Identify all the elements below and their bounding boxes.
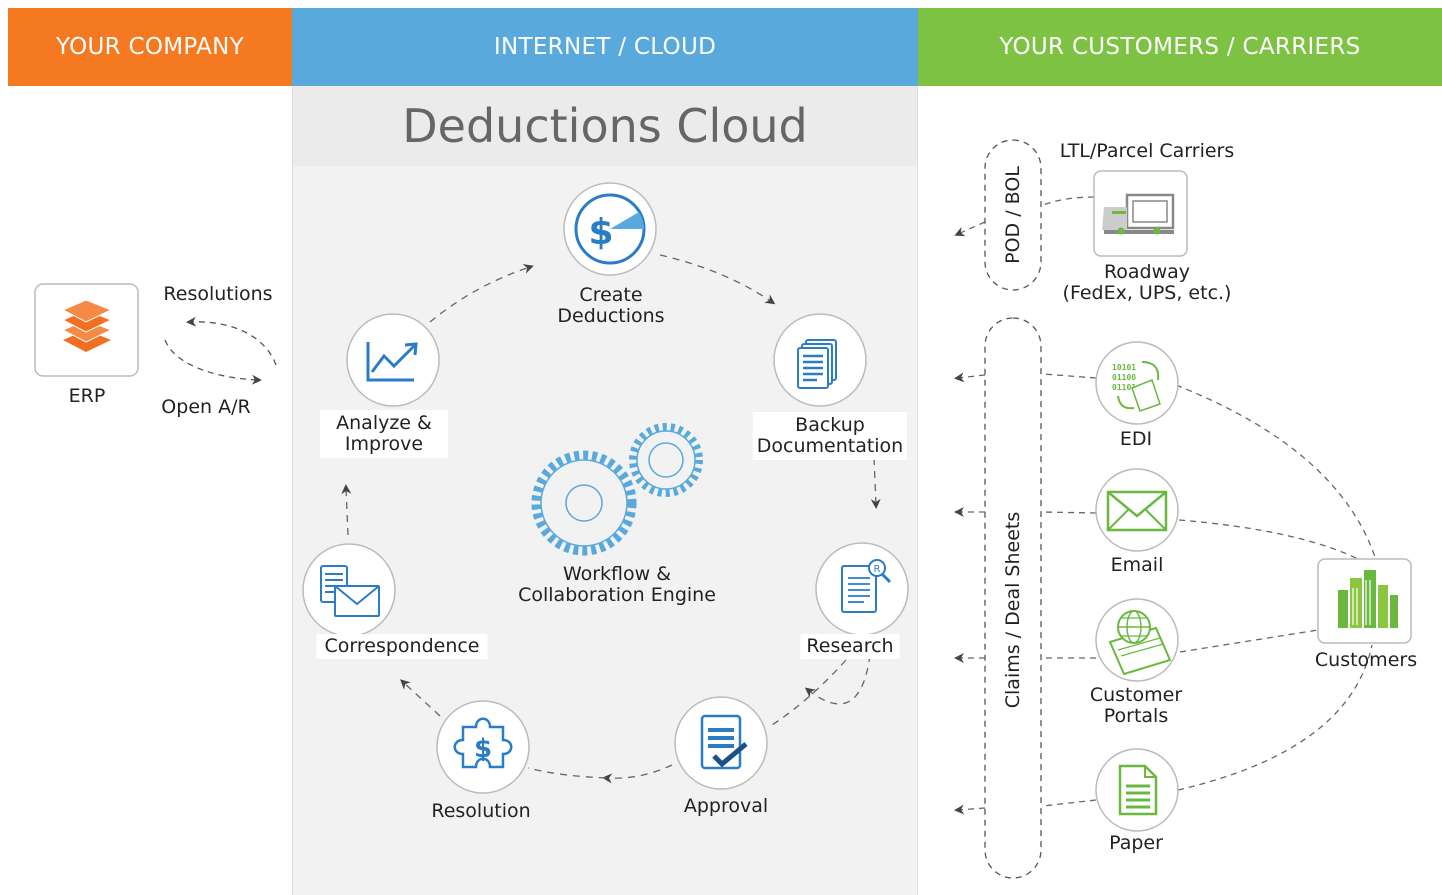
header-your-company: YOUR COMPANY <box>8 8 292 86</box>
buildings-icon <box>1317 558 1412 644</box>
erp-icon <box>34 283 139 377</box>
backup-line-2: Documentation <box>756 435 904 457</box>
workflow-engine-label: Workflow & Collaboration Engine <box>518 564 716 606</box>
roadway-line-2: (FedEx, UPS, etc.) <box>1062 282 1232 304</box>
erp-exchange-arrows <box>164 316 277 385</box>
analyze-line-2: Improve <box>344 433 424 455</box>
paper-label: Paper <box>1109 832 1163 854</box>
edi-icon: 10101 01100 01101 <box>1112 361 1161 412</box>
analyze-to-create-arrow <box>429 264 534 323</box>
deductions-cloud-title: Deductions Cloud <box>402 99 808 153</box>
engine-line-2: Collaboration Engine <box>518 584 716 606</box>
edi-code-line-2: 01100 <box>1112 373 1136 382</box>
header-customers-carriers: YOUR CUSTOMERS / CARRIERS <box>918 8 1442 86</box>
paper-to-claims-line <box>1042 799 1097 807</box>
edi-code-line-3: 01101 <box>1112 383 1136 392</box>
resolution-to-correspondence-arrow <box>400 679 441 717</box>
customer-portals-label: Customer Portals <box>1090 685 1182 727</box>
globe-portal-icon <box>1108 610 1172 676</box>
dollar-pie-icon: $ <box>574 193 646 265</box>
erp-label: ERP <box>68 385 106 407</box>
header-internet-cloud: INTERNET / CLOUD <box>292 8 918 86</box>
envelope-icon <box>1106 490 1168 532</box>
resolution-label: Resolution <box>431 800 531 822</box>
document-stack-icon <box>797 339 837 389</box>
portals-line-1: Customer <box>1089 684 1183 706</box>
create-deductions-label: Create Deductions <box>557 285 664 327</box>
create-to-backup-arrow <box>659 254 776 305</box>
cloud-title-band <box>293 86 917 166</box>
ltl-parcel-carriers-label: LTL/Parcel Carriers <box>1059 140 1235 162</box>
small-gear <box>629 423 703 497</box>
trend-chart-icon <box>366 342 418 382</box>
letter-envelope-icon <box>320 565 380 617</box>
resolution-left <box>527 767 607 779</box>
edi-label: EDI <box>1119 428 1153 450</box>
pod-bol-label: POD / BOL <box>1002 166 1024 264</box>
pod-bol-pill <box>984 139 1042 291</box>
claims-out-edi <box>954 372 986 383</box>
analyze-line-1: Analyze & <box>336 412 432 434</box>
roadway-label: Roadway (FedEx, UPS, etc.) <box>1063 262 1232 304</box>
backup-line-1: Backup <box>795 414 865 436</box>
svg-text:$: $ <box>588 212 613 253</box>
portals-line-2: Portals <box>1103 705 1169 727</box>
company-column <box>8 86 292 895</box>
truck-icon <box>1093 170 1188 257</box>
correspondence-to-analyze-arrow <box>341 484 352 536</box>
claims-deal-sheets-label: Claims / Deal Sheets <box>1002 511 1024 709</box>
customer-channel-lines <box>1175 384 1377 791</box>
claims-out-paper <box>954 804 986 815</box>
paper-document-icon <box>1118 764 1158 816</box>
claims-arrows <box>954 372 1097 815</box>
create-deductions-line-2: Deductions <box>557 305 665 327</box>
pod-out-arrow <box>954 221 986 237</box>
roadway-line-1: Roadway <box>1103 261 1191 283</box>
analyze-improve-label: Analyze & Improve <box>320 410 448 458</box>
svg-text:$: $ <box>474 734 492 764</box>
research-document-icon: R <box>841 559 892 613</box>
backup-documentation-label: Backup Documentation <box>752 412 908 460</box>
research-label: Research <box>800 634 900 659</box>
approval-check-icon <box>700 714 748 770</box>
approval-label: Approval <box>683 795 769 817</box>
approval-to-resolution-arrow <box>602 764 673 784</box>
research-approval-tail <box>771 659 847 726</box>
puzzle-dollar-icon: $ <box>453 717 513 769</box>
email-to-claims-line <box>1042 511 1097 514</box>
engine-line-1: Workflow & <box>562 563 672 585</box>
channel-circles <box>1095 341 1179 832</box>
svg-text:R: R <box>874 564 881 575</box>
email-label: Email <box>1110 554 1164 576</box>
roadway-to-pod-line <box>1042 196 1095 206</box>
resolutions-label: Resolutions <box>163 283 273 305</box>
open-ar-label: Open A/R <box>161 396 251 418</box>
edi-to-claims-line <box>1042 373 1097 379</box>
carrier-arrows <box>954 196 1095 237</box>
edi-code-line-1: 10101 <box>1112 363 1136 372</box>
cycle-connectors <box>341 254 881 784</box>
analyze-improve-circle <box>346 313 440 407</box>
edi-circle <box>1095 341 1179 425</box>
correspondence-label: Correspondence <box>316 634 488 659</box>
backup-to-research-arrow <box>870 457 881 509</box>
create-deductions-line-1: Create <box>579 284 643 306</box>
research-to-approval-arrow <box>804 654 871 705</box>
gears-icon <box>531 423 703 556</box>
customers-label: Customers <box>1314 649 1418 671</box>
open-ar-arrow <box>164 339 262 385</box>
claims-pill <box>984 317 1042 879</box>
resolutions-arrow <box>186 316 277 366</box>
large-gear <box>531 450 637 556</box>
